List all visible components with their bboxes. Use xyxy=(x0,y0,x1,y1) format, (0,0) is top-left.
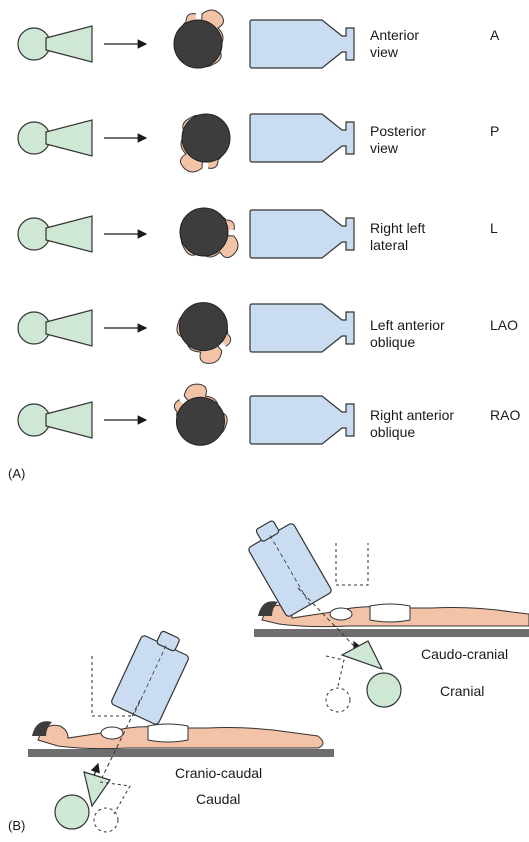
view-label-anterior: Anterior view xyxy=(370,27,419,61)
view-code-lao: LAO xyxy=(490,317,518,334)
scene-cranio-caudal xyxy=(28,624,334,832)
row-lao xyxy=(18,293,354,369)
view-code-anterior: A xyxy=(490,27,499,44)
panel-a-label: (A) xyxy=(8,466,25,481)
row-lateral xyxy=(18,208,354,258)
caudal-label: Caudal xyxy=(196,791,240,807)
row-posterior xyxy=(18,114,354,172)
caudo-cranial-label: Caudo-cranial xyxy=(421,646,508,662)
cranial-label: Cranial xyxy=(440,683,484,699)
scene-caudo-cranial xyxy=(241,512,529,712)
view-code-lateral: L xyxy=(490,220,498,237)
cranio-caudal-label: Cranio-caudal xyxy=(175,765,262,781)
view-code-posterior: P xyxy=(490,123,499,140)
view-label-posterior: Posterior view xyxy=(370,123,426,157)
panel-b-label: (B) xyxy=(8,818,25,833)
view-code-rao: RAO xyxy=(490,407,520,424)
view-label-lao: Left anterior oblique xyxy=(370,317,445,351)
view-label-rao: Right anterior oblique xyxy=(370,407,454,441)
row-rao xyxy=(18,379,354,455)
view-label-lateral: Right left lateral xyxy=(370,220,425,254)
row-anterior xyxy=(18,10,354,68)
